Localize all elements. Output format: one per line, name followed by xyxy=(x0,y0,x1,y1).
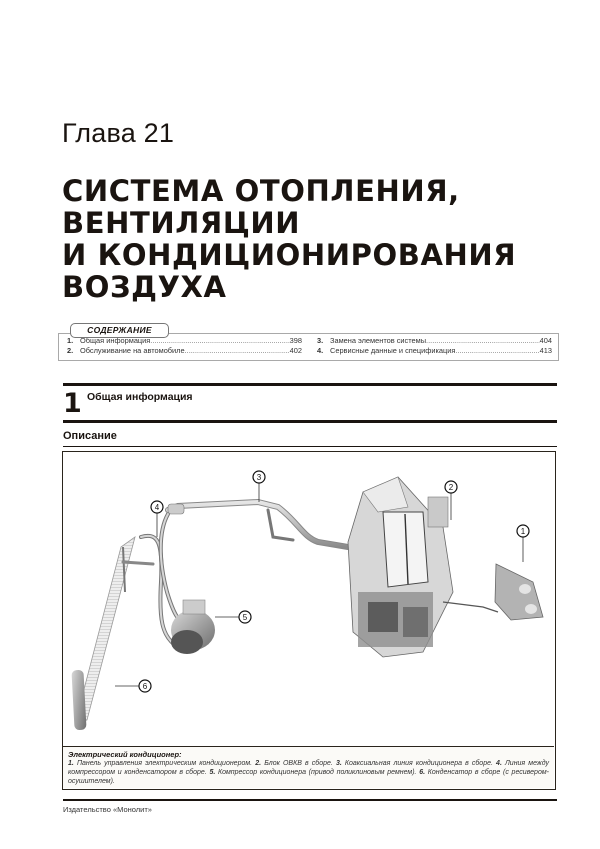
leader-dots: ........................................… xyxy=(426,336,540,345)
svg-text:3: 3 xyxy=(257,473,262,482)
page-number: 404 xyxy=(539,336,552,345)
svg-text:2: 2 xyxy=(449,483,454,492)
callout-4: 4 xyxy=(150,500,164,537)
section-number: 1 xyxy=(63,388,82,419)
subheading-rule xyxy=(63,446,557,447)
control-panel-drawing xyxy=(442,563,544,621)
chapter-label: Глава 21 xyxy=(62,118,175,148)
page-number: 398 xyxy=(289,336,302,345)
callout-6: 6 xyxy=(115,679,152,693)
hvac-unit-drawing xyxy=(347,476,454,658)
page-number: 413 xyxy=(539,346,552,355)
svg-text:4: 4 xyxy=(155,503,160,512)
subheading: Описание xyxy=(63,430,117,442)
leader-dots: ........................................… xyxy=(150,336,290,345)
chapter-title-line: ВОЗДУХА xyxy=(62,270,227,304)
caption-heading: Электрический кондиционер: xyxy=(68,750,182,759)
section-title: Общая информация xyxy=(87,391,193,403)
contents-box: 1. Общая информация ....................… xyxy=(58,333,559,361)
svg-text:6: 6 xyxy=(143,682,148,691)
section-rule-bottom xyxy=(63,420,557,423)
contents-item[interactable]: 3. Замена элементов системы ............… xyxy=(317,336,552,345)
caption-body: 1. Панель управления электрическим конди… xyxy=(68,760,549,785)
chapter-title: СИСТЕМА ОТОПЛЕНИЯ, ВЕНТИЛЯЦИИ И КОНДИЦИО… xyxy=(62,175,516,303)
footer-rule xyxy=(63,799,557,801)
figure-frame: 1 2 3 4 5 6 Электрический кондиционер: 1… xyxy=(62,451,556,790)
condenser-drawing xyxy=(71,536,136,731)
leader-dots: ........................................… xyxy=(184,346,290,355)
chapter-title-line: СИСТЕМА ОТОПЛЕНИЯ, xyxy=(62,174,460,208)
coaxial-line-drawing xyxy=(165,498,351,550)
contents-item[interactable]: 2. Обслуживание на автомобиле ..........… xyxy=(67,346,302,355)
svg-text:1: 1 xyxy=(521,527,526,536)
svg-text:5: 5 xyxy=(243,613,248,622)
figure-caption: Электрический кондиционер: 1. Панель упр… xyxy=(63,746,554,788)
contents-item[interactable]: 4. Сервисные данные и спецификация .....… xyxy=(317,346,552,355)
contents-heading: СОДЕРЖАНИЕ xyxy=(87,325,152,335)
chapter-title-line: И КОНДИЦИОНИРОВАНИЯ xyxy=(62,238,517,272)
ac-system-diagram: 1 2 3 4 5 6 xyxy=(71,470,544,731)
section-rule-top xyxy=(63,383,557,386)
chapter-title-line: ВЕНТИЛЯЦИИ xyxy=(62,206,301,240)
callout-3: 3 xyxy=(252,470,266,502)
callout-1: 1 xyxy=(516,524,530,562)
contents-heading-tab: СОДЕРЖАНИЕ xyxy=(70,323,169,338)
leader-dots: ........................................… xyxy=(455,346,540,355)
publisher-name: Издательство «Монолит» xyxy=(63,805,152,814)
page-number: 402 xyxy=(289,346,302,355)
callout-5: 5 xyxy=(215,610,252,624)
callout-2: 2 xyxy=(444,480,458,520)
compressor-drawing xyxy=(171,599,215,654)
contents-item[interactable]: 1. Общая информация ....................… xyxy=(67,336,302,345)
